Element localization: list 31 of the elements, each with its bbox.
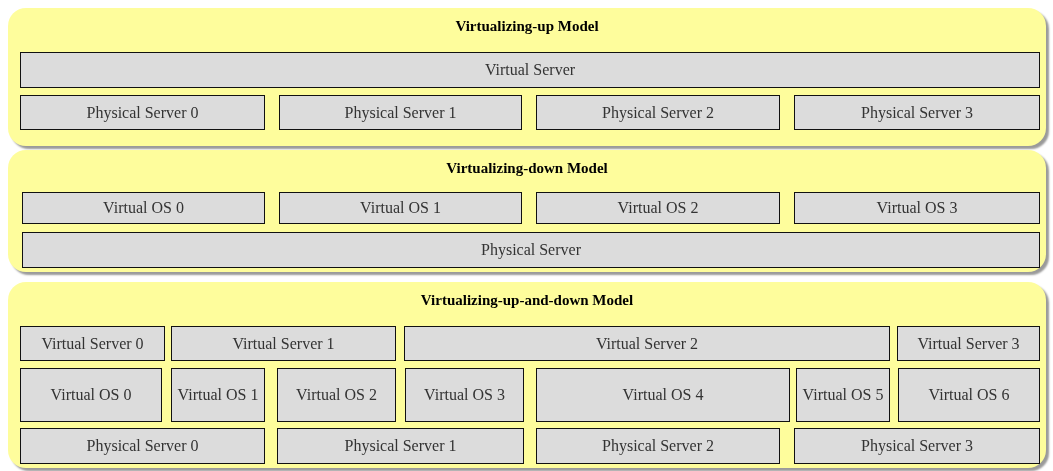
layer-block: Physical Server 0 — [20, 428, 265, 464]
layer-block: Virtual Server 2 — [404, 326, 890, 361]
model-panel — [8, 282, 1046, 468]
layer-block: Virtual OS 2 — [277, 368, 396, 422]
panel-title: Virtualizing-up Model — [454, 18, 600, 35]
layer-block: Physical Server — [22, 232, 1040, 268]
layer-block: Virtual OS 0 — [22, 192, 265, 224]
layer-block: Virtual OS 3 — [405, 368, 524, 422]
layer-block: Virtual OS 4 — [536, 368, 790, 422]
layer-block: Virtual OS 0 — [20, 368, 162, 422]
layer-block: Physical Server 1 — [279, 95, 522, 130]
layer-block: Virtual Server 3 — [897, 326, 1040, 361]
layer-block: Physical Server 0 — [20, 95, 265, 130]
layer-block: Physical Server 1 — [277, 428, 524, 464]
layer-block: Virtual OS 3 — [794, 192, 1040, 224]
layer-block: Virtual OS 2 — [536, 192, 780, 224]
panel-title: Virtualizing-down Model — [445, 160, 609, 177]
layer-block: Physical Server 3 — [794, 428, 1040, 464]
layer-block: Physical Server 3 — [794, 95, 1040, 130]
layer-block: Virtual OS 5 — [796, 368, 890, 422]
layer-block: Virtual Server 1 — [171, 326, 396, 361]
model-panel — [8, 150, 1046, 272]
layer-block: Virtual OS 1 — [279, 192, 522, 224]
layer-block: Virtual OS 1 — [171, 368, 265, 422]
layer-block: Virtual Server 0 — [20, 326, 165, 361]
layer-block: Virtual Server — [20, 52, 1040, 88]
layer-block: Virtual OS 6 — [898, 368, 1040, 422]
panel-title: Virtualizing-up-and-down Model — [419, 292, 635, 309]
model-panel — [8, 8, 1046, 146]
layer-block: Physical Server 2 — [536, 428, 780, 464]
layer-block: Physical Server 2 — [536, 95, 780, 130]
